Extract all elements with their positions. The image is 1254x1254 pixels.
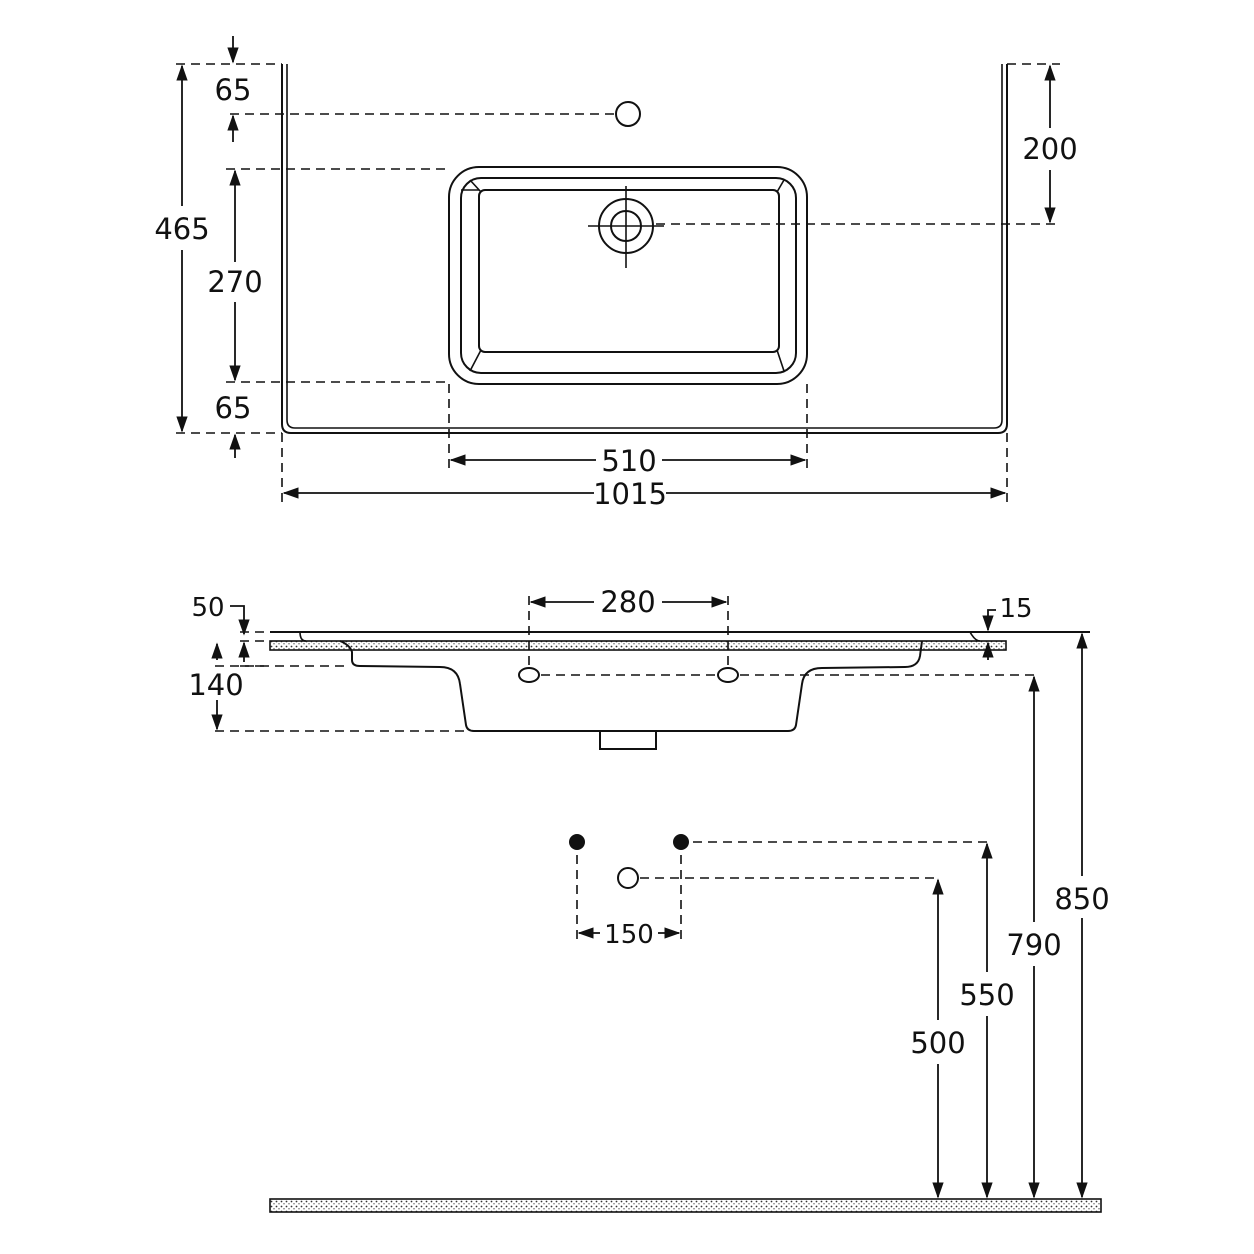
waste-outlet (599, 731, 657, 750)
dim-waste-height: 500 (910, 878, 966, 1199)
dim-total-height: 850 (1054, 632, 1110, 1199)
dim-overall-depth-label: 465 (154, 212, 209, 246)
dim-bowl-width-label: 510 (601, 444, 656, 478)
dim-supply-height: 550 (959, 842, 1015, 1199)
dim-tap-height: 790 (1006, 675, 1062, 1199)
dim-bowl-height: 140 (188, 642, 244, 731)
sink-body-profile (339, 640, 923, 732)
sink-rim-left (299, 631, 307, 642)
dim-drain-offset-label: 200 (1022, 132, 1077, 166)
dim-overall-width: 1015 (282, 477, 1007, 511)
dim-overall-width-label: 1015 (593, 477, 667, 511)
supply-point-right (673, 834, 689, 850)
dim-bowl-height-label: 140 (188, 668, 243, 702)
dim-bowl-width: 510 (449, 444, 807, 478)
dim-tap-offset-label: 65 (215, 73, 252, 107)
countertop-outline (281, 64, 1008, 434)
dim-supply-spacing: 150 (577, 920, 681, 950)
dim-supply-height-label: 550 (959, 978, 1014, 1012)
top-extension-lines (176, 63, 1060, 502)
counter-slab (269, 640, 1007, 651)
dim-tap-offset: 65 (215, 36, 252, 142)
dim-front-margin: 65 (215, 391, 252, 458)
dim-rim-thickness-label: 50 (191, 593, 224, 623)
floor-slab (269, 1198, 1102, 1213)
top-view: 65 465 270 65 200 510 (154, 36, 1078, 511)
dim-bowl-depth-label: 270 (207, 265, 262, 299)
side-view: 280 50 15 140 (188, 585, 1110, 1213)
dim-drain-offset: 200 (1022, 64, 1078, 224)
bowl-inner-rim (460, 177, 797, 374)
dim-supply-spacing-label: 150 (604, 920, 654, 950)
dim-tap-height-label: 790 (1006, 928, 1061, 962)
dim-tap-spacing-label: 280 (600, 585, 655, 619)
waste-point (617, 867, 639, 889)
bowl-corner-lines (461, 179, 785, 372)
dim-overflow-lip: 15 (982, 594, 1033, 660)
drain-icon (588, 186, 664, 268)
dim-front-margin-label: 65 (215, 391, 252, 425)
dim-rim-thickness: 50 (191, 593, 250, 662)
dim-overall-depth: 465 (154, 64, 210, 433)
countertop-inner-edge (286, 64, 1003, 429)
tap-hole-right (717, 667, 739, 683)
supply-extension-lines (576, 841, 990, 940)
sink-rim-right (969, 631, 981, 642)
dim-waste-height-label: 500 (910, 1026, 965, 1060)
tap-hole (615, 101, 641, 127)
dim-tap-spacing: 280 (529, 585, 728, 619)
bowl-basin (478, 189, 780, 353)
dim-bowl-depth: 270 (207, 169, 263, 382)
supply-point-left (569, 834, 585, 850)
dim-overflow-lip-label: 15 (999, 594, 1032, 624)
dim-total-height-label: 850 (1054, 882, 1109, 916)
tap-hole-left (518, 667, 540, 683)
